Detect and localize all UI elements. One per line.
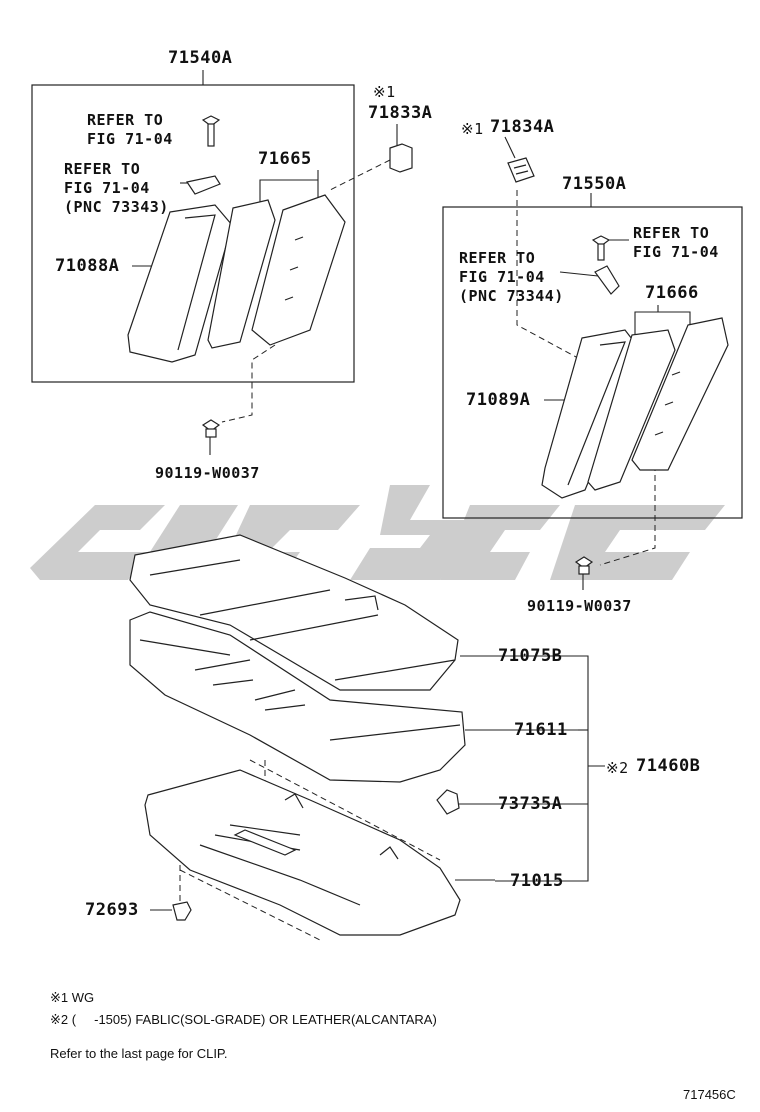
part-number-71666[interactable]: 71666	[645, 283, 699, 303]
part-number-71611[interactable]: 71611	[514, 720, 568, 740]
seat-cushion-pad	[129, 611, 466, 783]
part-number-71540A[interactable]: 71540A	[168, 48, 233, 68]
refer-to-text-left-cover[interactable]: REFER TO FIG 71-04 (PNC 73343)	[64, 160, 169, 216]
part-number-90119-left[interactable]: 90119-W0037	[155, 464, 260, 482]
seat-cover-icon	[541, 317, 729, 499]
bolt-icon	[201, 419, 221, 438]
part-number-72693[interactable]: 72693	[85, 900, 139, 920]
footnote-wg: ※1 WG	[50, 990, 95, 1005]
note-marker-1: ※1	[373, 83, 396, 101]
figure-id: 717456C	[683, 1087, 736, 1102]
seat-cushion-frame	[144, 769, 461, 936]
clip-icon	[594, 265, 620, 295]
right-assembly-frame	[442, 206, 743, 519]
part-number-71833A[interactable]: 71833A	[368, 103, 433, 123]
part-number-71550A[interactable]: 71550A	[562, 174, 627, 194]
bolt-icon	[591, 235, 611, 261]
part-number-71834A[interactable]: 71834A	[490, 117, 555, 137]
part-number-71088A[interactable]: 71088A	[55, 256, 120, 276]
bolt-icon	[201, 115, 221, 147]
clip-icon	[172, 901, 192, 921]
part-number-71460B[interactable]: 71460B	[636, 756, 701, 776]
seat-cushion-cover	[129, 534, 459, 691]
refer-to-text-left-bolt[interactable]: REFER TO FIG 71-04	[87, 111, 173, 148]
part-number-71089A[interactable]: 71089A	[466, 390, 531, 410]
left-assembly-frame	[31, 84, 355, 383]
note-marker-2: ※2	[606, 759, 629, 777]
clip-icon	[389, 143, 413, 173]
refer-to-text-right-cover[interactable]: REFER TO FIG 71-04 (PNC 73344)	[459, 249, 564, 305]
part-number-73735A[interactable]: 73735A	[498, 794, 563, 814]
part-number-90119-right[interactable]: 90119-W0037	[527, 597, 632, 615]
refer-to-text-right-bolt[interactable]: REFER TO FIG 71-04	[633, 224, 719, 261]
part-number-71665[interactable]: 71665	[258, 149, 312, 169]
part-number-71075B[interactable]: 71075B	[498, 646, 563, 666]
footnote-fabric: ※2 ( -1505) FABLIC(SOL-GRADE) OR LEATHER…	[50, 1012, 437, 1027]
clip-icon	[186, 175, 221, 195]
watermark-logo	[30, 485, 725, 580]
clip-icon	[436, 789, 460, 815]
footnote-clip-reference: Refer to the last page for CLIP.	[50, 1046, 228, 1061]
part-number-71015[interactable]: 71015	[510, 871, 564, 891]
note-marker-1: ※1	[461, 120, 484, 138]
bolt-icon	[574, 556, 594, 575]
seat-cover-icon	[127, 194, 346, 363]
clip-icon	[507, 157, 535, 183]
